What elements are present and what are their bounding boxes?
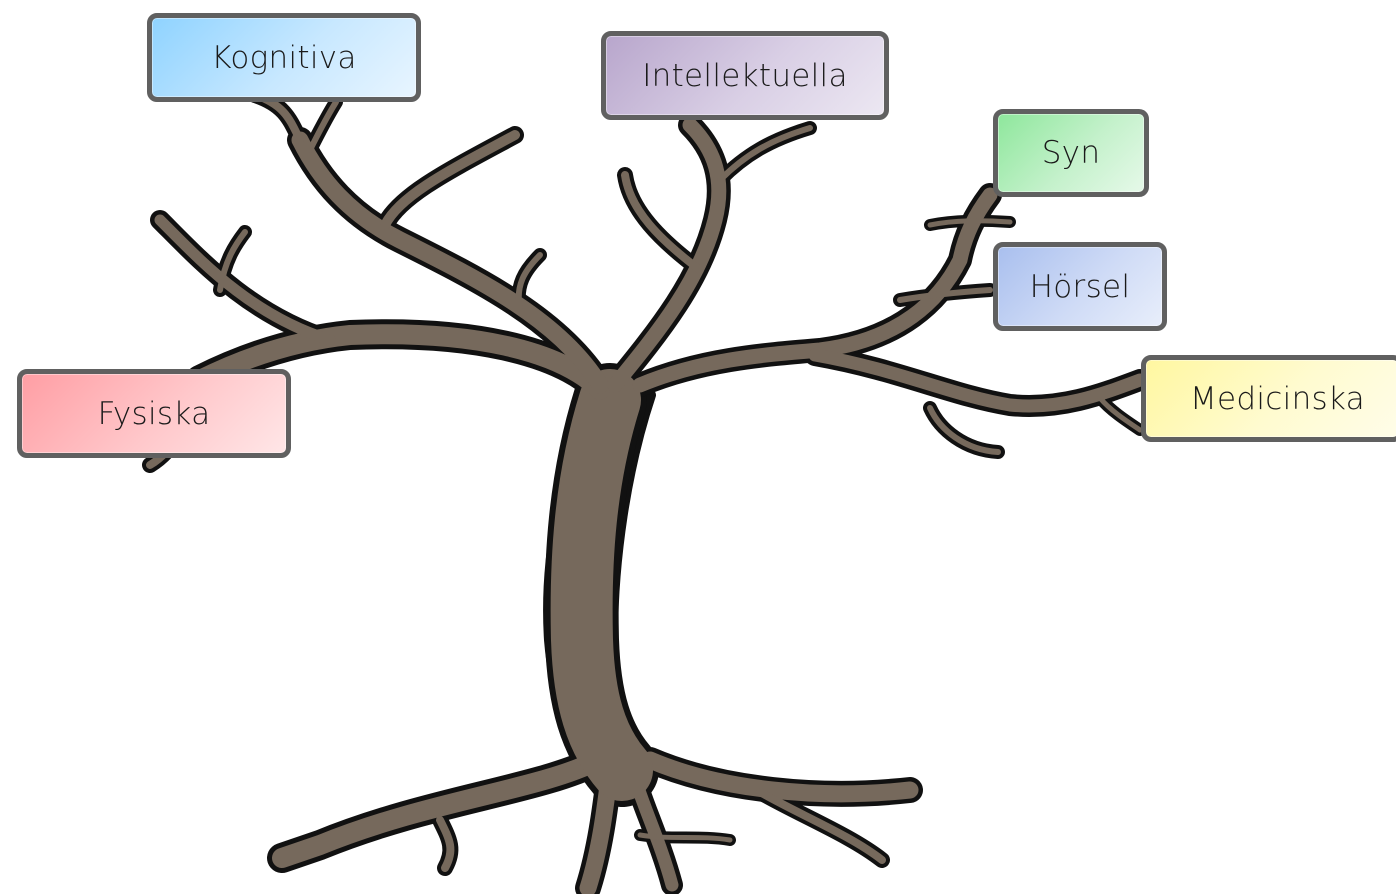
label-horsel-text: Hörsel — [1029, 268, 1131, 305]
label-kognitiva-text: Kognitiva — [211, 39, 357, 76]
label-medicinska-text: Medicinska — [1190, 380, 1365, 417]
label-fysiska: Fysiska — [17, 369, 291, 458]
tree-fill — [146, 91, 1147, 894]
label-syn-text: Syn — [1041, 135, 1101, 171]
label-medicinska: Medicinska — [1141, 355, 1396, 442]
label-horsel: Hörsel — [993, 242, 1167, 331]
label-fysiska-text: Fysiska — [97, 395, 211, 432]
label-kognitiva: Kognitiva — [147, 13, 421, 102]
label-intellektuella: Intellektuella — [601, 31, 889, 120]
label-syn: Syn — [993, 109, 1149, 197]
label-intellektuella-text: Intellektuella — [642, 57, 848, 94]
